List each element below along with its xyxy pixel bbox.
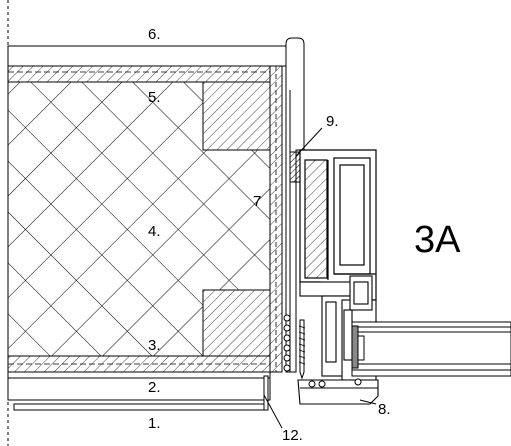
screw (299, 319, 305, 380)
callout-2: 2. (148, 379, 161, 396)
layer-6-top-board (7, 45, 289, 67)
callout-9: 9. (326, 113, 339, 130)
upper-membrane-strip (7, 65, 271, 83)
fastener-circles (283, 314, 291, 372)
callout-8: 8. (378, 401, 391, 418)
window-frame-profile (299, 149, 377, 301)
callout-1: 1. (148, 415, 161, 432)
gasket-9 (289, 151, 301, 183)
callout-5: 5. (148, 89, 161, 106)
callout-6: 6. (148, 26, 161, 43)
flashing-12 (263, 375, 269, 411)
callout-7: 7 (253, 193, 261, 210)
callout-4: 4. (148, 223, 161, 240)
layer-2-board (7, 371, 271, 401)
glazing-unit (351, 321, 511, 377)
layer-1-board (13, 403, 265, 411)
leader-lines (263, 127, 377, 429)
callout-3: 3. (148, 337, 161, 354)
callout-12: 12. (282, 427, 303, 444)
detail-title: 3A (414, 219, 461, 261)
